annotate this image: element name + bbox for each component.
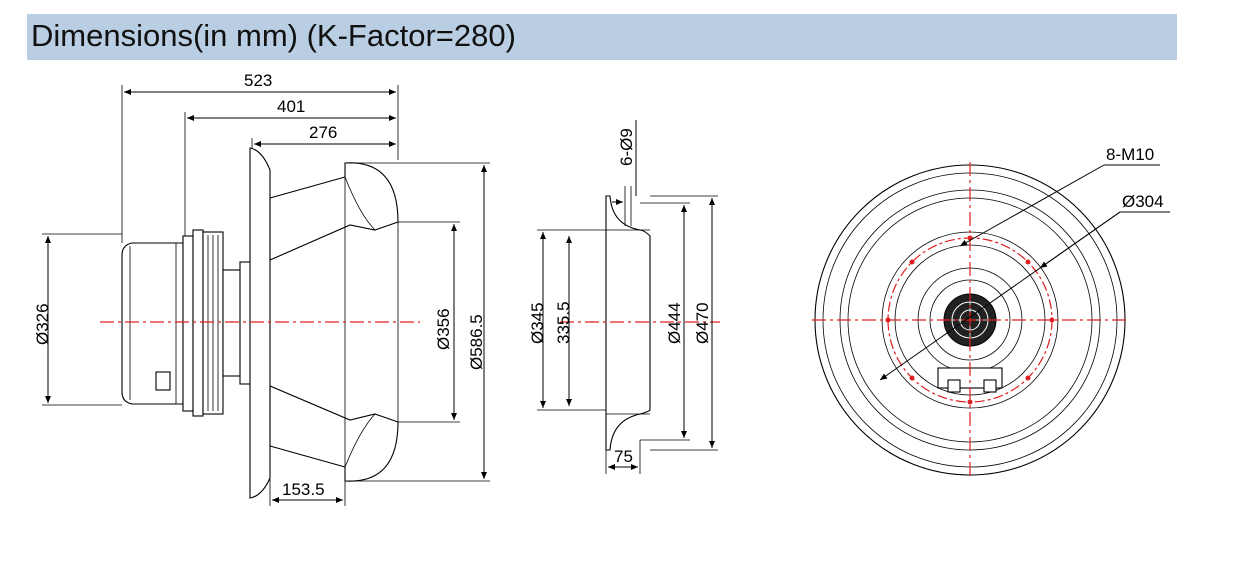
bolt-holes — [885, 235, 1055, 405]
dim-o470: Ø470 — [693, 302, 712, 344]
inlet-ring-view: 6-Ø9 Ø345 335.5 Ø444 Ø470 75 — [528, 120, 720, 474]
dim-523: 523 — [244, 71, 272, 90]
dim-6-o9: 6-Ø9 — [617, 128, 636, 166]
inlet-ring-profile — [605, 195, 651, 451]
page-title: Dimensions(in mm) (K-Factor=280) — [31, 18, 516, 53]
label-8-m10: 8-M10 — [1106, 145, 1154, 164]
dim-335-5: 335.5 — [554, 301, 573, 344]
dim-276: 276 — [309, 123, 337, 142]
motor-flange — [182, 235, 194, 412]
side-view: 523 401 276 153.5 Ø326 Ø356 Ø586.5 — [33, 71, 490, 506]
dim-o444: Ø444 — [665, 302, 684, 344]
front-view: 8-M10 Ø304 — [812, 145, 1170, 478]
dim-o345: Ø345 — [528, 302, 547, 344]
dim-o586-5: Ø586.5 — [467, 314, 486, 370]
back-plate — [249, 147, 271, 499]
dim-75: 75 — [614, 447, 633, 466]
label-o304: Ø304 — [1122, 192, 1164, 211]
dim-o326: Ø326 — [33, 303, 52, 345]
cable-gland — [155, 371, 171, 391]
dim-153-5: 153.5 — [282, 480, 325, 499]
title-bar: Dimensions(in mm) (K-Factor=280) — [27, 14, 1177, 60]
blade-upper — [269, 162, 399, 261]
blade-lower — [269, 385, 399, 482]
dim-401: 401 — [277, 97, 305, 116]
motor-housing — [121, 242, 184, 405]
dim-o356: Ø356 — [434, 308, 453, 350]
